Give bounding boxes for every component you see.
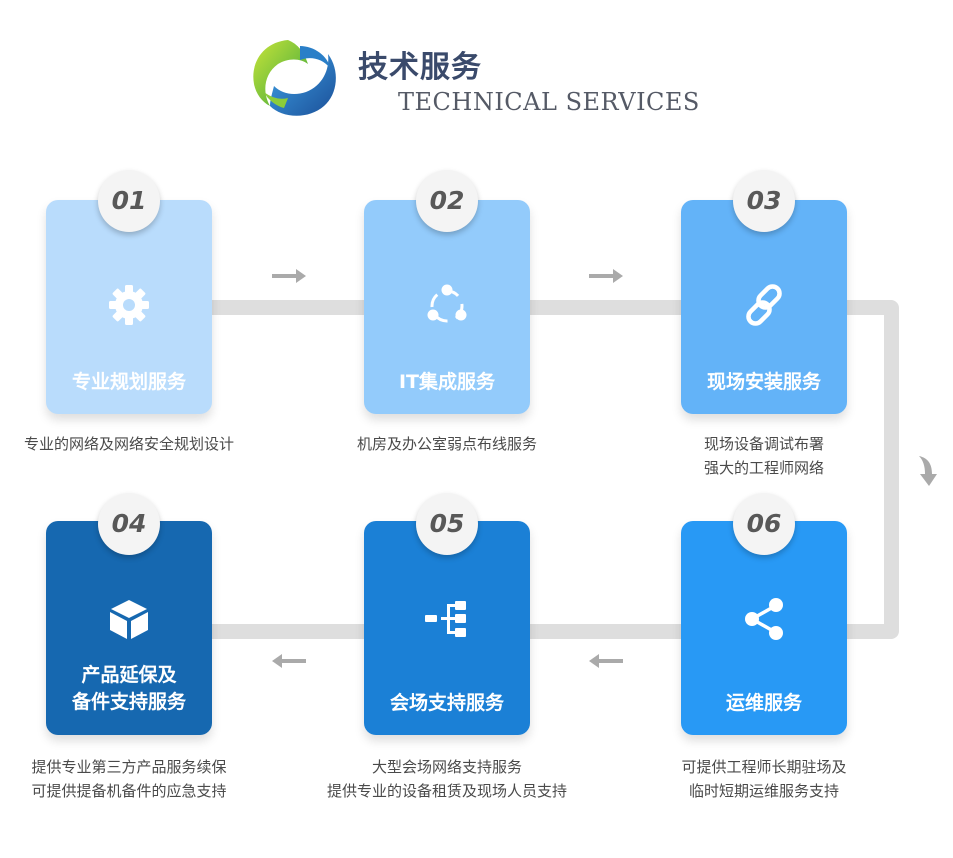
- tree-nodes-icon: [425, 597, 469, 641]
- service-card-warranty-spares[interactable]: 产品延保及 备件支持服务: [46, 521, 212, 735]
- service-card-venue-support[interactable]: 会场支持服务: [364, 521, 530, 735]
- step-number-badge: 03: [733, 170, 795, 232]
- swirl-logo-icon: [248, 34, 340, 120]
- cube-icon: [107, 597, 151, 641]
- page-subtitle: TECHNICAL SERVICES: [398, 88, 700, 116]
- service-description: 大型会场网络支持服务 提供专业的设备租赁及现场人员支持: [326, 758, 567, 800]
- service-card-planning[interactable]: 专业规划服务: [46, 200, 212, 414]
- service-label: 产品延保及 备件支持服务: [71, 664, 186, 713]
- step-number-badge: 04: [98, 493, 160, 555]
- service-label: 运维服务: [725, 692, 802, 714]
- share-icon: [742, 597, 786, 641]
- chain-link-icon: [742, 283, 786, 327]
- step-number-badge: 01: [98, 170, 160, 232]
- arrow-curved-down-icon: [914, 452, 940, 490]
- step-number-badge: 06: [733, 493, 795, 555]
- arrow-right-icon: [587, 266, 625, 286]
- service-description: 机房及办公室弱点布线服务: [356, 435, 537, 453]
- service-description: 现场设备调试布署 强大的工程师网络: [703, 435, 824, 477]
- service-description: 提供专业第三方产品服务续保 可提供提备机备件的应急支持: [31, 758, 227, 800]
- arrow-right-icon: [270, 266, 308, 286]
- service-label: 会场支持服务: [389, 692, 504, 714]
- connector-track-right: [884, 300, 899, 639]
- service-card-onsite-installation[interactable]: 现场安装服务: [681, 200, 847, 414]
- page-title: 技术服务: [358, 50, 482, 85]
- arrow-left-icon: [587, 651, 625, 671]
- service-label: 现场安装服务: [706, 371, 821, 393]
- service-label: 专业规划服务: [71, 371, 186, 393]
- service-description: 专业的网络及网络安全规划设计: [23, 435, 234, 453]
- step-number-badge: 02: [416, 170, 478, 232]
- service-card-it-integration[interactable]: IT集成服务: [364, 200, 530, 414]
- service-description: 可提供工程师长期驻场及 临时短期运维服务支持: [681, 758, 847, 800]
- step-number-badge: 05: [416, 493, 478, 555]
- service-label: IT集成服务: [398, 371, 496, 393]
- arrow-left-icon: [270, 651, 308, 671]
- service-card-operations[interactable]: 运维服务: [681, 521, 847, 735]
- gear-icon: [107, 283, 151, 327]
- circle-nodes-icon: [425, 283, 469, 327]
